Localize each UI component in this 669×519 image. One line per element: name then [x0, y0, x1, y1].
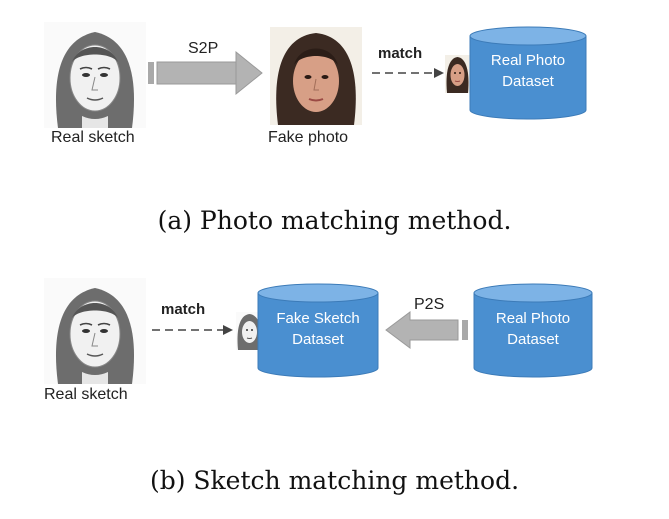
- fake-sketch-dataset-label: Fake Sketch Dataset: [276, 310, 360, 348]
- query-face-thumbnail: [445, 55, 470, 93]
- p2s-label: P2S: [414, 296, 445, 313]
- real-sketch-label: Real sketch: [51, 129, 135, 146]
- real-photo-dataset-label: Real Photo Dataset: [495, 310, 571, 348]
- real-sketch-label: Real sketch: [44, 386, 128, 403]
- panel-photo-matching: Real sketch S2P Fake photo match: [44, 22, 587, 235]
- query-sketch-thumbnail: [236, 312, 263, 350]
- caption-a: (a) Photo matching method.: [157, 206, 512, 235]
- fake-photo-image: [270, 27, 362, 125]
- real-sketch-image: [44, 278, 146, 384]
- fake-photo-label: Fake photo: [268, 129, 349, 146]
- match-label: match: [161, 301, 206, 318]
- panel-sketch-matching: Real sketch match Fake Sketch Dataset P2…: [0, 260, 669, 519]
- s2p-label: S2P: [188, 40, 219, 57]
- caption-b: (b) Sketch matching method.: [149, 466, 520, 495]
- real-photo-dataset-label: Real Photo Dataset: [490, 52, 566, 90]
- real-sketch-image: [44, 22, 146, 128]
- match-label: match: [378, 45, 423, 62]
